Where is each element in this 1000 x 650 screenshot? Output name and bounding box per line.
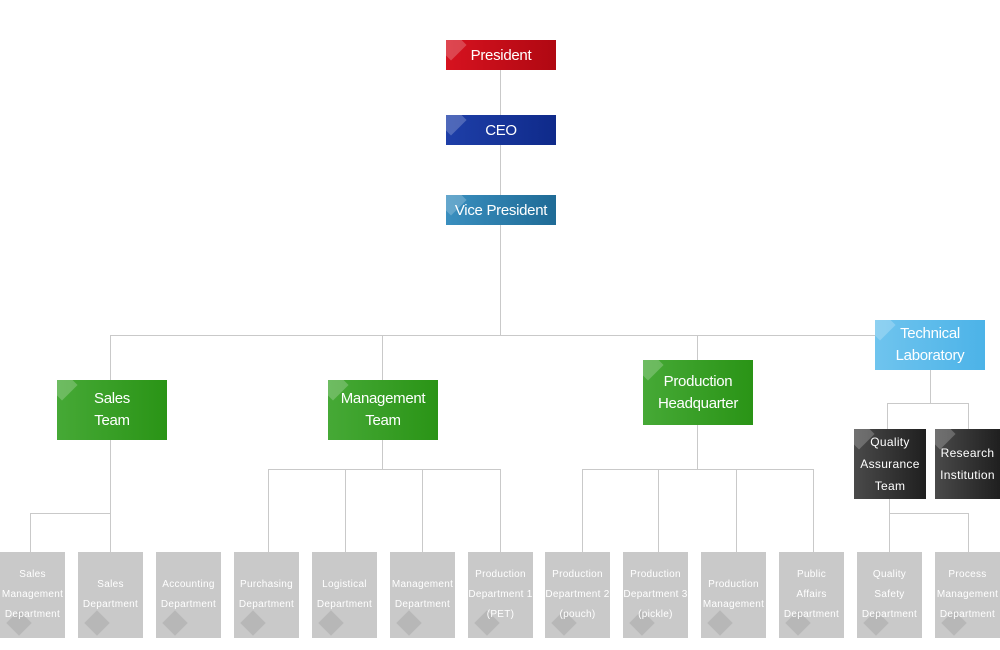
org-node-label: Production Department 3 (pickle) — [623, 569, 688, 620]
org-node-qa-team: Quality Assurance Team — [854, 429, 926, 499]
connector-line — [110, 440, 111, 552]
org-node-logistical-dept: Logistical Department — [312, 552, 377, 638]
org-node-accounting-dept: Accounting Department — [156, 552, 221, 638]
org-node-label: Sales Team — [93, 390, 131, 429]
connector-line — [697, 425, 698, 469]
connector-line — [268, 469, 269, 552]
connector-line — [889, 499, 890, 552]
org-node-production-hq: Production Headquarter — [643, 360, 753, 425]
connector-line — [968, 403, 969, 429]
connector-line — [813, 469, 814, 552]
connector-line — [500, 145, 501, 195]
connector-line — [887, 403, 968, 404]
org-node-process-mgmt: Process Management Department — [935, 552, 1000, 638]
connector-line — [500, 70, 501, 115]
org-node-label: Management Department — [391, 579, 454, 610]
org-node-label: President — [470, 46, 532, 64]
org-node-president: President — [446, 40, 556, 70]
org-node-label: Quality Safety Department — [861, 569, 918, 620]
connector-line — [422, 469, 423, 552]
org-node-label: Public Affairs Department — [783, 569, 840, 620]
connector-line — [30, 513, 110, 514]
org-node-purchasing-dept: Purchasing Department — [234, 552, 299, 638]
connector-line — [697, 335, 698, 360]
org-node-label: Quality Assurance Team — [860, 435, 920, 493]
org-node-label: Production Department 1 (PET) — [468, 569, 533, 620]
connector-line — [268, 469, 500, 470]
org-node-label: Vice President — [454, 201, 548, 219]
connector-line — [930, 370, 931, 404]
diamond-decoration-icon — [875, 320, 896, 341]
org-node-prod-dept-3: Production Department 3 (pickle) — [623, 552, 688, 638]
connector-line — [500, 469, 501, 552]
connector-line — [658, 469, 659, 552]
org-node-label: Production Management — [702, 579, 765, 610]
org-node-label: CEO — [485, 121, 517, 139]
org-node-sales-dept: Sales Department — [78, 552, 143, 638]
org-node-research-institution: Research Institution — [935, 429, 1000, 499]
org-node-management-team: Management Team — [328, 380, 438, 440]
connector-line — [345, 469, 346, 552]
connector-line — [382, 440, 383, 470]
org-node-ceo: CEO — [446, 115, 556, 145]
org-node-sales-mgmt-dept: Sales Management Department — [0, 552, 65, 638]
org-node-label: Management Team — [340, 390, 426, 429]
org-node-label: Technical Laboratory — [895, 325, 965, 364]
org-node-prod-mgmt: Production Management — [701, 552, 766, 638]
org-node-label: Sales Management Department — [1, 569, 64, 620]
org-node-prod-dept-1: Production Department 1 (PET) — [468, 552, 533, 638]
connector-line — [889, 513, 968, 514]
connector-line — [110, 335, 930, 336]
org-node-quality-safety: Quality Safety Department — [857, 552, 922, 638]
connector-line — [30, 513, 31, 552]
connector-line — [582, 469, 813, 470]
org-node-label: Research Institution — [940, 446, 995, 482]
connector-line — [110, 335, 111, 380]
org-node-sales-team: Sales Team — [57, 380, 167, 440]
connector-line — [968, 513, 969, 552]
connector-line — [382, 335, 383, 380]
org-node-label: Process Management Department — [936, 569, 999, 620]
org-node-prod-dept-2: Production Department 2 (pouch) — [545, 552, 610, 638]
diamond-decoration-icon — [446, 115, 467, 136]
org-node-label: Accounting Department — [160, 579, 217, 610]
connector-line — [736, 469, 737, 552]
org-node-label: Production Department 2 (pouch) — [545, 569, 610, 620]
org-node-label: Logistical Department — [316, 579, 373, 610]
diamond-decoration-icon — [446, 40, 467, 61]
org-node-label: Sales Department — [82, 579, 139, 610]
org-node-technical-lab: Technical Laboratory — [875, 320, 985, 370]
org-node-public-affairs: Public Affairs Department — [779, 552, 844, 638]
diamond-decoration-icon — [57, 380, 78, 401]
connector-line — [582, 469, 583, 552]
org-node-management-dept: Management Department — [390, 552, 455, 638]
org-node-vice-president: Vice President — [446, 195, 556, 225]
connector-line — [887, 403, 888, 429]
org-node-label: Production Headquarter — [657, 372, 739, 412]
connector-line — [500, 225, 501, 335]
org-node-label: Purchasing Department — [238, 579, 295, 610]
